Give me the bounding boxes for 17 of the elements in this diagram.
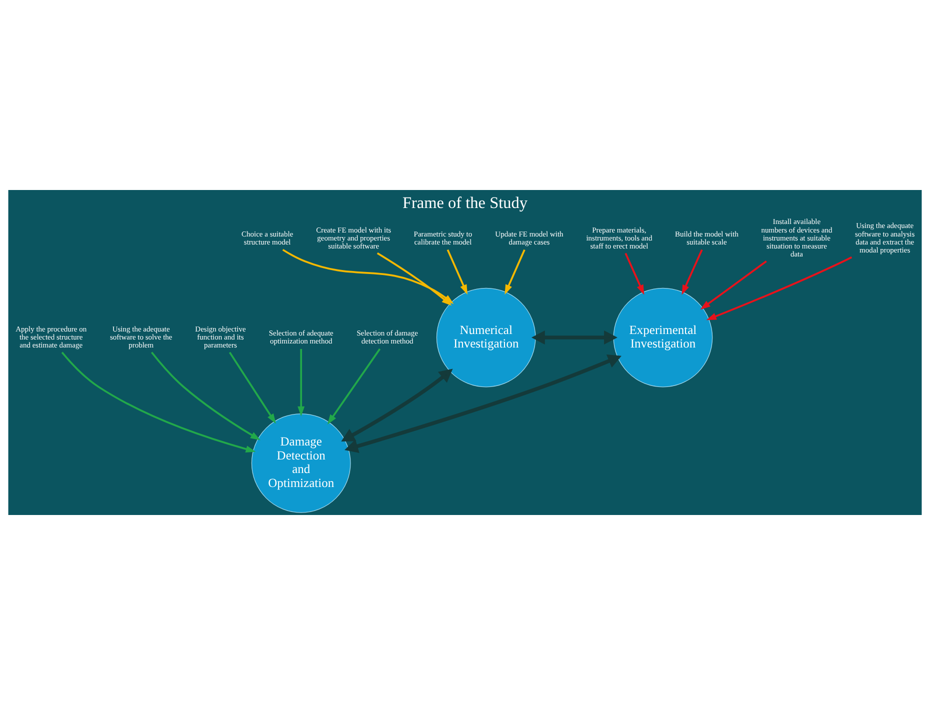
diagram-title: Frame of the Study xyxy=(402,194,528,212)
arrow xyxy=(531,330,618,344)
arrow xyxy=(682,248,703,294)
arrow xyxy=(446,248,468,294)
arrow xyxy=(327,348,381,424)
arrow xyxy=(700,260,767,310)
arrow xyxy=(228,351,276,424)
arrow xyxy=(150,351,260,440)
arrow xyxy=(706,256,852,320)
arrow xyxy=(504,248,526,294)
arrow xyxy=(61,351,256,452)
arrow xyxy=(344,354,622,452)
arrow xyxy=(376,252,452,306)
arrow xyxy=(341,368,453,441)
arrow xyxy=(624,252,644,294)
arrow xyxy=(298,348,305,416)
node-circle: Experimental Investigation xyxy=(613,287,713,387)
